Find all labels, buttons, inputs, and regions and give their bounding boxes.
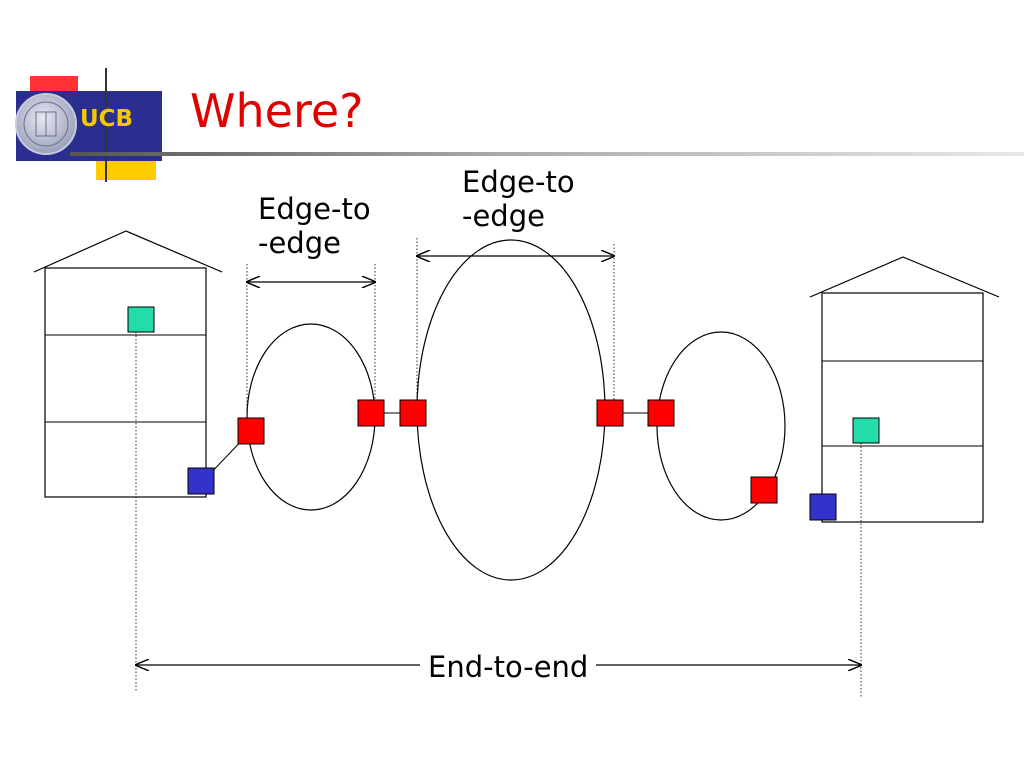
right-building-body: [821, 292, 984, 523]
left-building: [33, 230, 223, 498]
right-building: [809, 256, 1000, 523]
network-middle: [416, 239, 606, 581]
label-edge-to-edge-mid-line-1: Edge-to: [462, 165, 575, 199]
header-rule: [70, 152, 1024, 156]
header-decoration: [15, 68, 1024, 182]
label-edge-to-edge-left: Edge-to -edge: [258, 192, 371, 260]
accent-yellow-block: [96, 160, 156, 180]
host-interface-right: [809, 493, 837, 521]
page-title: Where?: [190, 84, 364, 138]
left-building-roof: [33, 230, 223, 273]
router-right-egress: [750, 476, 778, 504]
label-edge-to-edge-mid-line-2: -edge: [462, 199, 545, 234]
end-host-right: [852, 417, 880, 444]
end-host-left: [127, 306, 155, 333]
left-building-body: [44, 267, 207, 498]
router-left-ingress: [237, 417, 265, 445]
router-mid-ingress: [399, 399, 427, 427]
router-left-egress: [357, 399, 385, 427]
label-edge-to-edge-mid: Edge-to -edge: [462, 165, 575, 233]
ucb-seal-icon: [15, 93, 77, 155]
ucb-logo-text: UCB: [80, 106, 134, 132]
label-edge-to-edge-left-line-1: Edge-to: [258, 192, 371, 226]
router-mid-egress: [596, 399, 624, 427]
guide-lines: [135, 238, 862, 698]
label-end-to-end: End-to-end: [420, 650, 597, 685]
right-building-roof: [809, 256, 1000, 298]
host-interface-left: [187, 467, 215, 495]
network-left: [246, 323, 376, 511]
router-right-ingress: [647, 399, 675, 427]
accent-red-block: [30, 76, 78, 94]
label-edge-to-edge-left-line-2: -edge: [258, 226, 341, 261]
